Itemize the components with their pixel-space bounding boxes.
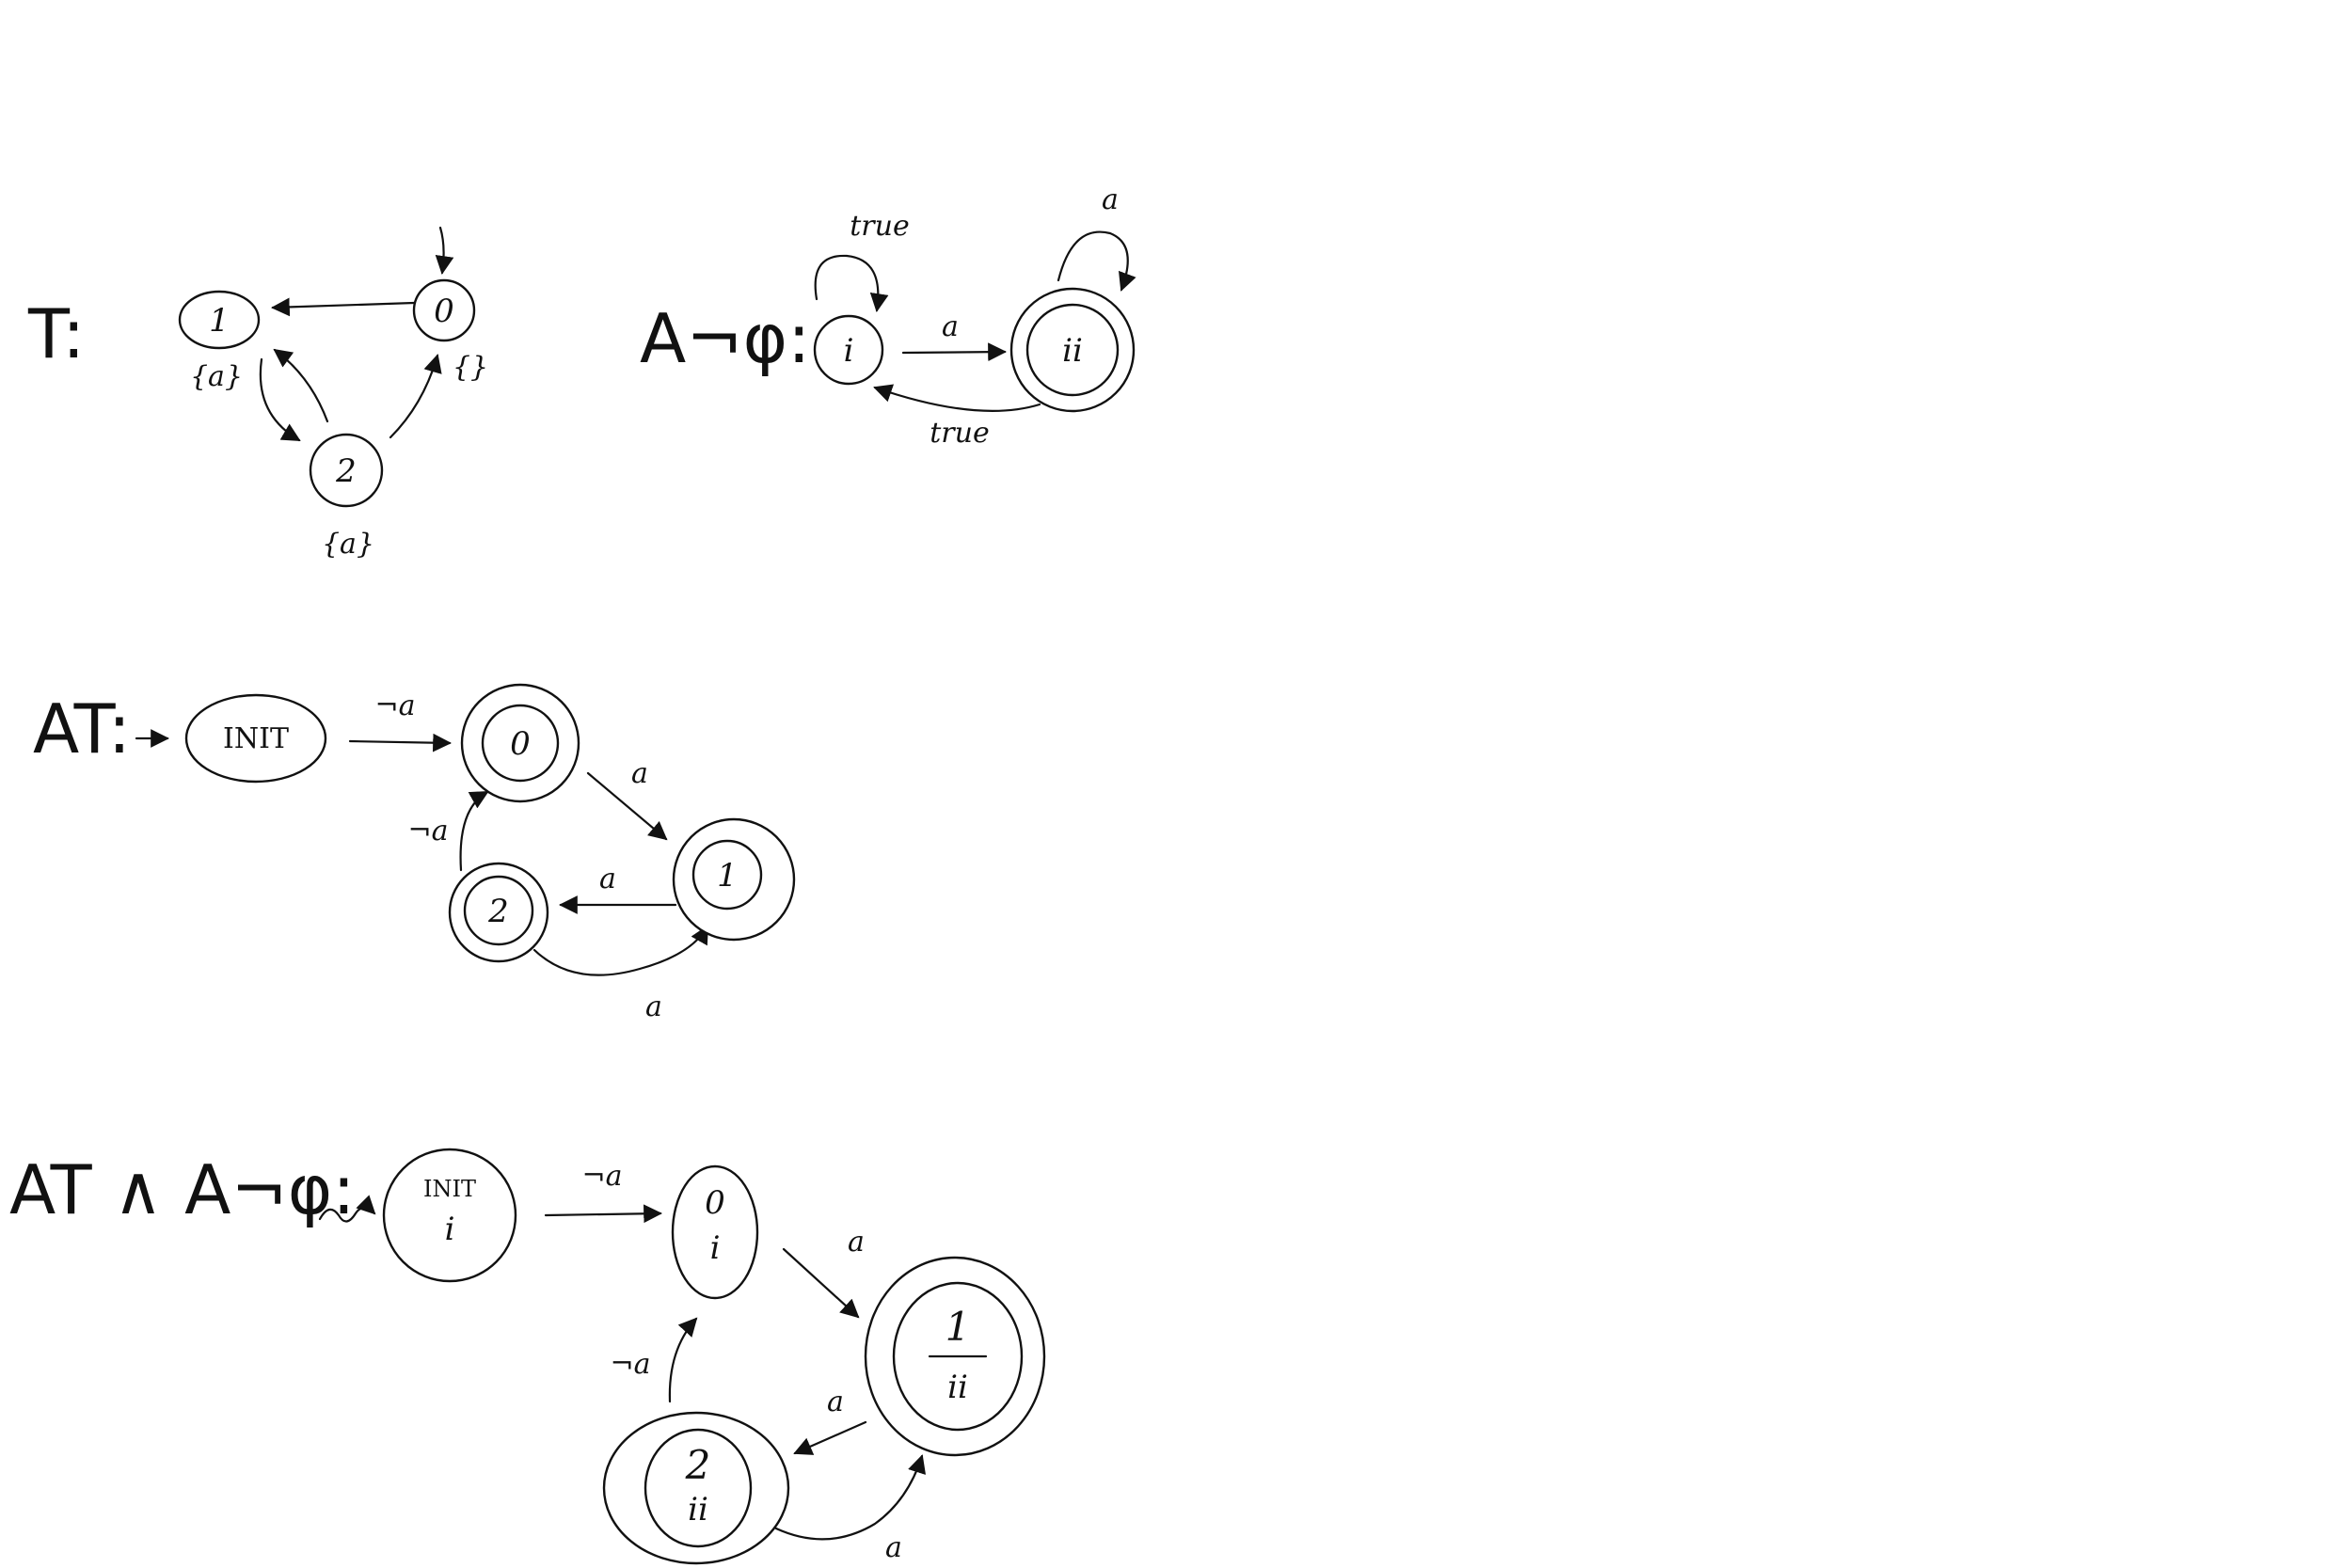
prod-state-2-ii-sub: ii — [688, 1491, 708, 1528]
diagram-product: AT ∧ A¬φ: ¬a a a a ¬a INIT i 0 i 1 ii — [9, 1148, 1046, 1565]
t-state-2 — [309, 433, 384, 508]
at-state-1-label: 1 — [717, 857, 738, 895]
anp-edge-i-self-label: true — [850, 210, 909, 243]
at-edge-1-2-label: a — [599, 863, 616, 895]
at-state-1 — [691, 839, 763, 911]
prod-edge-0-1-label: a — [848, 1226, 865, 1259]
anp-state-ii-label: ii — [1062, 332, 1083, 370]
prod-edge-2-1 — [774, 1454, 927, 1541]
anp-state-ii — [1025, 303, 1120, 397]
t-state-2-props: {a} — [322, 528, 374, 561]
t-initial-arrow — [435, 226, 454, 275]
anp-edge-ii-i-label: true — [930, 417, 989, 450]
prod-state-0-i-sub: i — [710, 1229, 721, 1267]
at-state-2 — [463, 875, 534, 946]
anp-edge-ii-self-label: a — [1102, 183, 1119, 216]
diagram-a-not-phi: A¬φ: true a a true i ii — [640, 183, 1136, 450]
diagram-at: AT: ¬a a a a ¬a INIT 0 1 2 — [33, 683, 796, 1023]
at-state-0 — [481, 704, 560, 783]
prod-state-2-ii — [644, 1428, 753, 1548]
anp-edge-i-ii — [901, 342, 1007, 362]
at-edge-2-1-label: a — [645, 990, 662, 1023]
t-state-0-props: {} — [453, 351, 488, 384]
t-state-1-props: {a} — [190, 360, 243, 393]
prod-initial-arrow — [318, 1195, 376, 1223]
t-edge-2-0 — [389, 354, 442, 439]
at-edge-2-0-label: ¬a — [407, 815, 448, 847]
at-edge-0-1-label: a — [631, 757, 648, 790]
anp-edge-ii-self — [1057, 230, 1136, 292]
diagram-at-title: AT: — [33, 689, 131, 768]
diagram-t: T: 1 {a} 0 {} 2 {a} — [27, 226, 488, 561]
prod-edge-2-0 — [668, 1317, 698, 1403]
diagram-t-title: T: — [27, 294, 85, 373]
prod-state-1-ii-label: 1 — [946, 1304, 971, 1350]
prod-state-init-i — [382, 1148, 517, 1283]
at-edge-2-0 — [459, 790, 489, 872]
prod-state-init-i-sub: i — [445, 1211, 455, 1248]
anp-state-i — [813, 314, 884, 386]
t-edge-0-1 — [271, 297, 416, 317]
anp-edge-i-self — [814, 254, 889, 312]
diagram-product-title: AT ∧ A¬φ: — [9, 1150, 355, 1229]
prod-edge-init-0 — [544, 1204, 662, 1224]
at-state-init — [184, 693, 327, 784]
at-edge-2-1 — [532, 925, 709, 976]
at-state-0-label: 0 — [510, 725, 531, 763]
at-state-init-label: INIT — [223, 722, 289, 755]
prod-state-2-ii-label: 2 — [685, 1442, 711, 1488]
prod-edge-1-2-label: a — [827, 1386, 844, 1418]
t-state-0-label: 0 — [434, 293, 454, 330]
at-state-2-label: 2 — [487, 893, 509, 930]
prod-edge-0-1 — [782, 1247, 860, 1319]
anp-state-i-label: i — [844, 332, 854, 370]
t-state-1-label: 1 — [209, 302, 230, 340]
anp-edge-i-ii-label: a — [942, 310, 959, 343]
prod-state-init-i-label: INIT — [423, 1176, 476, 1202]
at-edge-init-0 — [348, 733, 452, 752]
t-edge-2-1 — [273, 348, 329, 423]
t-state-2-label: 2 — [335, 452, 357, 490]
prod-edge-1-2 — [793, 1420, 867, 1455]
prod-edge-2-0-label: ¬a — [610, 1348, 650, 1381]
t-edge-1-2 — [259, 357, 301, 442]
at-edge-init-0-label: ¬a — [374, 689, 415, 722]
diagram-a-not-phi-title: A¬φ: — [640, 299, 810, 378]
prod-state-0-i-label: 0 — [705, 1184, 725, 1222]
prod-edge-2-1-label: a — [885, 1531, 902, 1564]
prod-edge-init-0-label: ¬a — [581, 1160, 622, 1193]
at-edge-0-1 — [586, 771, 668, 841]
prod-state-0-i — [671, 1164, 759, 1300]
prod-state-1-ii-sub: ii — [947, 1369, 968, 1406]
anp-edge-ii-i — [873, 384, 1041, 412]
t-state-0 — [412, 278, 476, 342]
t-state-1 — [178, 290, 261, 350]
